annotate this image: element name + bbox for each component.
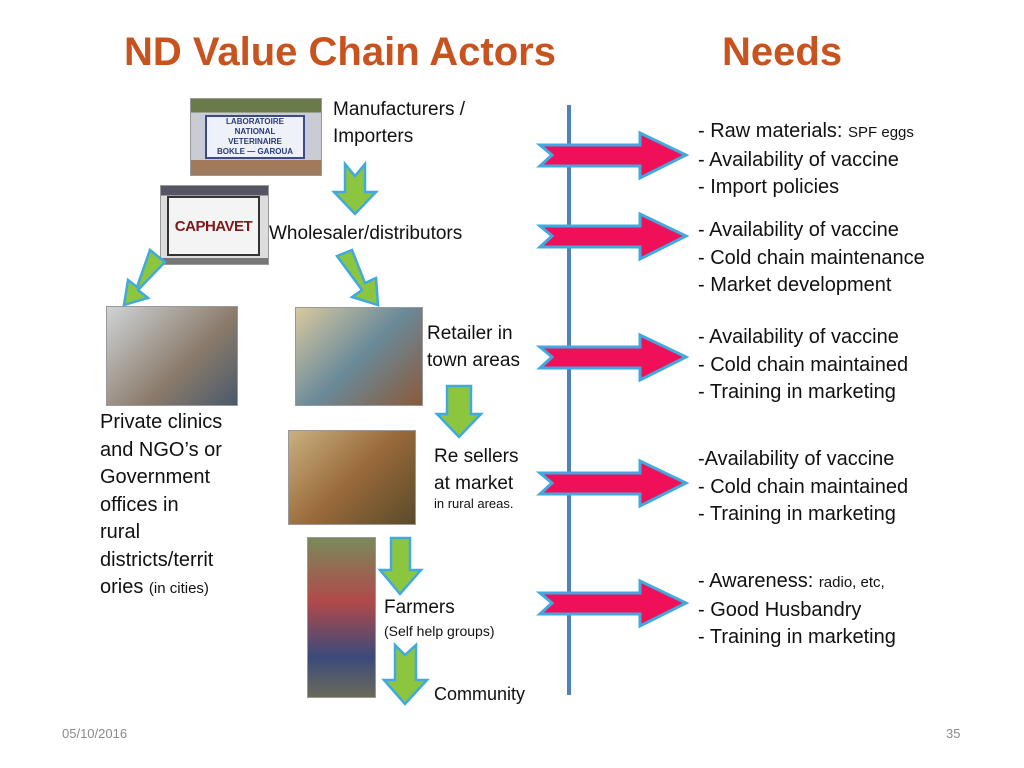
lanavet-sign-photo: LABORATOIRE NATIONAL VETERINAIRE BOKLE —… [190,98,322,176]
need-line: - Cold chain maintained [698,353,909,376]
clinics-label: Private clinics and NGO’s or Government … [100,409,222,603]
need-line: - Availability of vaccine [698,219,899,241]
retail-shop-photo [295,307,423,406]
need-arrow-1 [535,130,690,181]
need-line: - Market development [698,274,892,296]
clinics-note: (in cities) [148,580,209,597]
need-line: - Cold chain maintained [698,475,909,498]
need-arrow-2 [535,211,690,262]
need-line: - Awareness: [698,570,819,592]
manufacturers-label: Manufacturers / Importers [333,96,465,150]
needs-resellers: -Availability of vaccine - Cold chain ma… [698,446,908,529]
label-line: Farmers [384,597,455,618]
down-arrow-manufacturer [331,160,379,216]
need-line: - Availability of vaccine [698,148,899,171]
title-actors: ND Value Chain Actors [124,30,556,74]
title-needs: Needs [722,30,843,74]
label-line: Importers [333,126,414,147]
needs-wholesaler: - Availability of vaccine - Cold chain m… [698,217,925,300]
label-line: Re sellers [434,446,519,467]
down-arrow-reseller [377,536,424,596]
label-line: town areas [427,350,520,371]
need-arrow-4 [535,458,690,509]
label-line: offices in [100,493,179,516]
need-line: - Raw materials: [698,120,849,142]
label-line: Manufacturers / [333,99,465,120]
label-line: at market [434,473,514,494]
caphavet-sign-photo: CAPHAVET [160,185,269,265]
need-line-note: SPF eggs [848,124,914,141]
caphavet-sign-text: CAPHAVET [167,196,260,256]
need-line: - Import policies [698,176,840,198]
needs-manufacturers: - Raw materials: SPF eggs - Availability… [698,118,914,202]
need-line: - Training in marketing [698,381,896,403]
resellers-note: in rural areas. [434,496,514,511]
needs-retailer: - Availability of vaccine - Cold chain m… [698,324,908,407]
label-line: Government [100,466,211,488]
label-line: and NGO’s or [100,438,222,461]
footer-date: 05/10/2016 [62,726,128,741]
wholesaler-label: Wholesaler/distributors [269,223,463,244]
market-photo [288,430,416,525]
down-arrow-farmers [381,641,430,706]
need-line: -Availability of vaccine [698,448,895,470]
need-line: - Training in marketing [698,626,896,648]
farmers-label: Farmers (Self help groups) [384,594,495,641]
down-arrow-retailer [434,384,484,439]
farmer-photo [307,537,376,698]
need-line: - Training in marketing [698,503,896,525]
label-line: Retailer in [427,323,513,344]
resellers-label: Re sellers at market in rural areas. [434,443,518,511]
label-line: districts/territ [100,548,214,571]
farmers-note: (Self help groups) [384,623,495,639]
lanavet-sign-text: LABORATOIRE NATIONAL VETERINAIRE BOKLE —… [205,115,305,159]
need-line-note: radio, etc, [818,574,885,591]
diag-arrow-left [122,247,167,307]
need-arrow-5 [535,578,690,629]
label-line: Private clinics [100,411,223,433]
retailer-label: Retailer in town areas [427,320,520,374]
needs-farmers: - Awareness: radio, etc, - Good Husbandr… [698,568,896,652]
need-line: - Good Husbandry [698,598,862,621]
need-line: - Availability of vaccine [698,326,899,348]
diag-arrow-right [335,248,380,307]
clinic-photo [106,306,238,406]
label-line: rural [100,521,141,543]
page-number: 35 [946,726,961,741]
community-label: Community [434,684,526,704]
need-line: - Cold chain maintenance [698,246,925,269]
need-arrow-3 [535,332,690,383]
label-line: ories [100,576,144,598]
